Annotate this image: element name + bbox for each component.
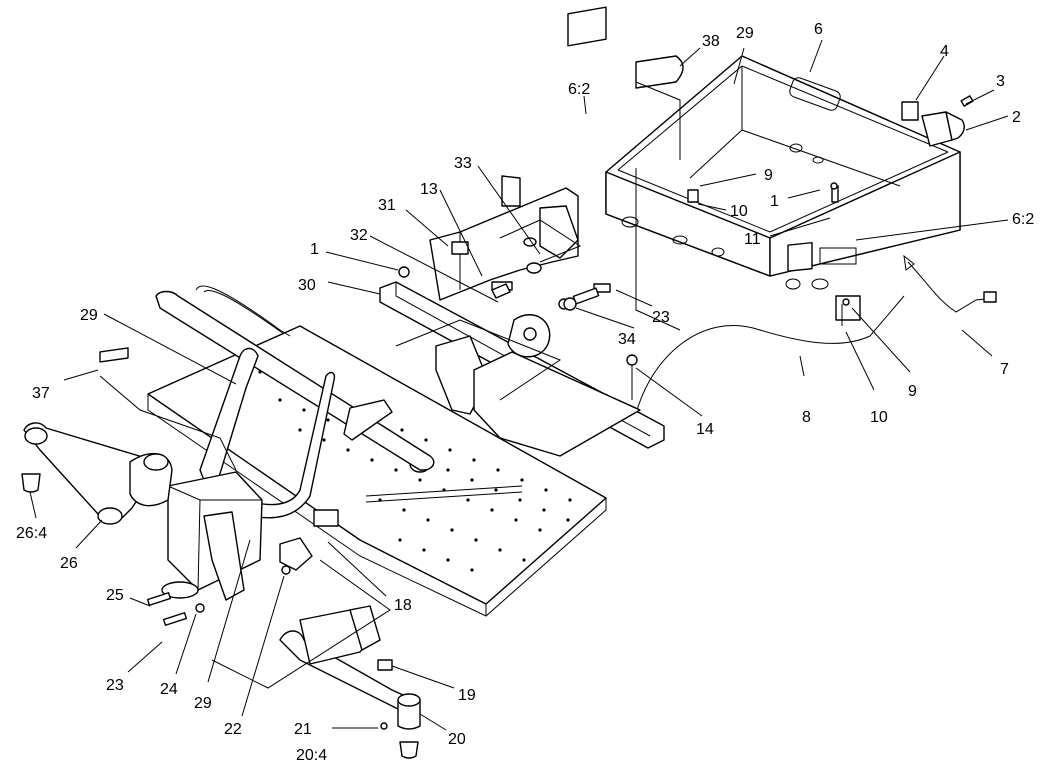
caster-arm-left (21, 422, 173, 525)
callout-13: 13 (420, 181, 438, 198)
callout-26-4: 26:4 (16, 525, 47, 542)
callout-8: 8 (802, 409, 811, 426)
callout-9-upper: 9 (764, 167, 773, 184)
front-bracket (161, 471, 339, 601)
callout-31: 31 (378, 197, 396, 214)
callout-10-upper: 10 (730, 203, 748, 220)
callout-9-lower: 9 (908, 383, 917, 400)
callout-20-4: 20:4 (296, 747, 327, 764)
callout-37: 37 (32, 385, 50, 402)
seat-bracket (429, 175, 579, 301)
callout-7: 7 (1000, 361, 1009, 378)
callout-29-top: 29 (736, 25, 754, 42)
callout-23-lower: 23 (106, 677, 124, 694)
decal-6-2-left (567, 6, 607, 47)
callout-4: 4 (940, 43, 949, 60)
leader-lines (29, 39, 1009, 731)
callout-30: 30 (298, 277, 316, 294)
callout-22: 22 (224, 721, 242, 738)
callout-6: 6 (814, 21, 823, 38)
callout-20: 20 (448, 731, 466, 748)
callout-26: 26 (60, 555, 78, 572)
switch-assembly (835, 254, 997, 326)
callout-6-2-right: 6:2 (1012, 211, 1034, 228)
hardware (99, 182, 850, 626)
caster-arm-right (279, 605, 421, 759)
decal-38 (635, 55, 684, 89)
callout-33: 33 (454, 155, 472, 172)
callout-34: 34 (618, 331, 636, 348)
decal-8 (787, 241, 813, 272)
callout-11: 11 (744, 231, 761, 248)
callout-1-upper: 1 (770, 193, 779, 210)
callout-3: 3 (996, 73, 1005, 90)
callout-2: 2 (1012, 109, 1021, 126)
callout-29-left: 29 (80, 307, 98, 324)
callout-1-left: 1 (310, 241, 319, 258)
roll-bar (155, 285, 435, 519)
callout-24: 24 (160, 681, 178, 698)
callout-14: 14 (696, 421, 714, 438)
callout-23-upper: 23 (652, 309, 670, 326)
callout-19: 19 (458, 687, 476, 704)
cable (635, 295, 905, 415)
callout-10-lower: 10 (870, 409, 888, 426)
callout-32: 32 (350, 227, 368, 244)
hopper-box (605, 55, 961, 290)
callout-18: 18 (394, 597, 412, 614)
callout-labels: 38 29 6 4 3 2 6:2 9 10 1 11 6:2 33 13 31… (16, 21, 1034, 764)
callout-38: 38 (702, 33, 720, 50)
callout-21: 21 (294, 721, 312, 738)
callout-6-2-left: 6:2 (568, 81, 590, 98)
callout-25: 25 (106, 587, 124, 604)
hinge-bracket (901, 95, 974, 147)
callout-29-lower: 29 (194, 695, 212, 712)
